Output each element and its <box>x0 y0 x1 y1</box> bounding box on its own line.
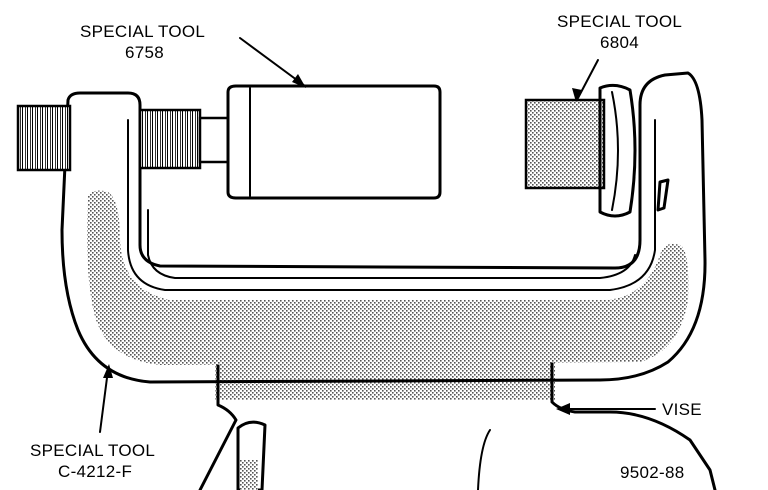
label-tool-c4212-line1: SPECIAL TOOL <box>30 441 155 460</box>
tool-6804-face <box>524 98 606 190</box>
c-frame-outer <box>60 71 707 384</box>
arrow-6804 <box>572 88 582 102</box>
special-tool-6758 <box>226 84 442 200</box>
tool-6758-body <box>226 84 442 200</box>
screw-threads-left <box>16 104 72 172</box>
tool-6804-flange <box>598 83 637 218</box>
forcing-screw <box>16 104 230 172</box>
label-tool-c4212-line2: C-4212-F <box>58 462 132 481</box>
special-tool-6804 <box>524 83 637 218</box>
label-tool-6758-line1: SPECIAL TOOL <box>80 22 205 41</box>
vise-body <box>198 318 238 490</box>
tool-6804-flange-ring <box>611 91 619 211</box>
screw-collar <box>198 116 230 164</box>
arrow-c4212 <box>103 364 113 378</box>
label-tool-6804-line1: SPECIAL TOOL <box>557 12 682 31</box>
leader-6804 <box>577 59 599 99</box>
c-frame-tool <box>60 71 707 384</box>
vise-body-right <box>550 316 717 490</box>
leader-6758 <box>239 37 306 87</box>
vise-handle <box>236 420 267 490</box>
label-tool-6758-line2: 6758 <box>125 43 164 62</box>
leaders <box>99 37 656 433</box>
label-vise: VISE <box>662 400 702 419</box>
arrow-vise <box>556 403 570 415</box>
vise-body-right-inner <box>477 429 491 490</box>
figure-id: 9502-88 <box>620 463 685 482</box>
leader-c4212 <box>99 369 109 433</box>
c-frame-inner-rail <box>127 119 656 291</box>
label-tool-6804-line2: 6804 <box>600 33 639 52</box>
c-frame-mark <box>656 178 670 212</box>
screw-threads-right <box>138 108 202 170</box>
c-frame-shade <box>87 190 689 365</box>
vise-handle-shade <box>240 460 258 490</box>
arrow-6758 <box>292 74 306 88</box>
c-frame-inner-rail-2 <box>147 209 636 279</box>
